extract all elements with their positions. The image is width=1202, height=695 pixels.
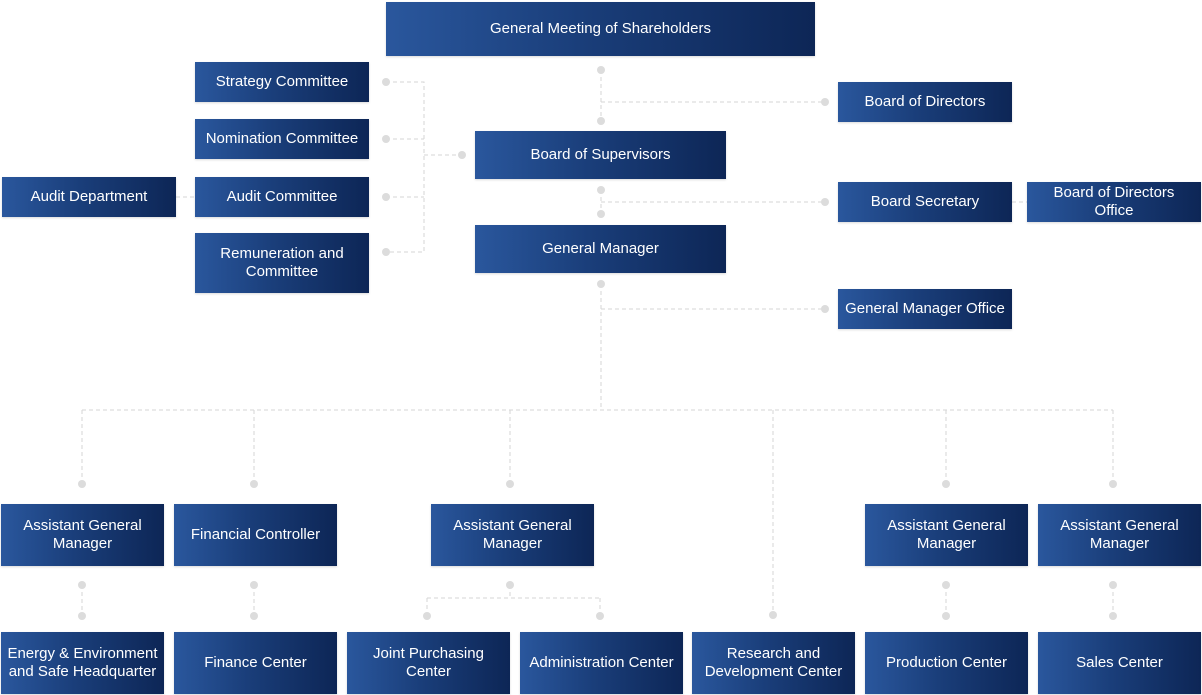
node-label: Sales Center [1076,654,1163,671]
node-assistant-gm-2: Assistant General Manager [431,504,594,566]
node-label: Strategy Committee [215,73,349,90]
node-research-development-center: Research and Development Center [692,632,855,694]
node-label: Board of Directors [864,93,986,110]
node-label: General Meeting of Shareholders [490,20,711,37]
connector-dot [382,135,390,143]
node-label: General Manager Office [845,300,1005,317]
node-label: Energy & Environment and Safe Headquarte… [7,645,158,680]
connector-dot [250,480,258,488]
node-assistant-gm-1: Assistant General Manager [1,504,164,566]
connector-dot [506,480,514,488]
connector-dot [423,612,431,620]
node-label: Audit Department [30,188,148,205]
node-label: Nomination Committee [205,130,359,147]
connector-dot [382,78,390,86]
node-label: General Manager [542,240,659,257]
connector-dot [1109,612,1117,620]
connector-manager-center [426,585,601,616]
connector-dot [597,117,605,125]
node-label: Assistant General Manager [23,517,142,552]
node-label: Assistant General Manager [1060,517,1179,552]
connector-dot [1109,480,1117,488]
connector-dot [942,581,950,589]
connector-dot [1109,581,1117,589]
node-label: Audit Committee [226,188,338,205]
node-remuneration-committee: Remuneration and Committee [195,233,369,293]
node-strategy-committee: Strategy Committee [195,62,369,102]
connector-dot [942,612,950,620]
node-board-of-supervisors: Board of Supervisors [475,131,726,179]
node-administration-center: Administration Center [520,632,683,694]
connector-dot [382,248,390,256]
connector-committees-bracket [386,81,425,253]
connector-dot [821,305,829,313]
node-financial-controller: Financial Controller [174,504,337,566]
node-assistant-gm-4: Assistant General Manager [1038,504,1201,566]
node-audit-department: Audit Department [2,177,176,217]
connector-dot [458,151,466,159]
node-label: Assistant General Manager [453,517,572,552]
node-sales-center: Sales Center [1038,632,1201,694]
connector-dot [382,193,390,201]
node-nomination-committee: Nomination Committee [195,119,369,159]
node-board-secretary: Board Secretary [838,182,1012,222]
connector-dot [250,581,258,589]
node-label: Production Center [886,654,1007,671]
connector-dot [821,198,829,206]
connector-dot [78,581,86,589]
connector-dot [597,280,605,288]
connector-dot [506,581,514,589]
node-board-of-directors-office: Board of Directors Office [1027,182,1201,222]
connector-dot [596,612,604,620]
node-label: Remuneration and Committee [220,245,344,280]
node-audit-committee: Audit Committee [195,177,369,217]
connector-dot [597,66,605,74]
node-label: Financial Controller [190,526,321,543]
node-general-manager: General Manager [475,225,726,273]
node-shareholders: General Meeting of Shareholders [386,2,815,56]
node-energy-environment-safety: Energy & Environment and Safe Headquarte… [1,632,164,694]
connector-dot [250,612,258,620]
connector-dot [769,611,777,619]
connector-dot [942,480,950,488]
node-label: Administration Center [529,654,674,671]
node-board-of-directors: Board of Directors [838,82,1012,122]
node-label: Research and Development Center [704,645,843,680]
connector-dot [78,480,86,488]
node-label: Board Secretary [870,193,980,210]
connector-dot [821,98,829,106]
node-label: Joint Purchasing Center [373,645,484,680]
node-label: Assistant General Manager [887,517,1006,552]
node-label: Board of Directors Office [1053,184,1175,219]
node-label: Board of Supervisors [530,146,671,163]
node-label: Finance Center [204,654,307,671]
connector-dot [597,210,605,218]
node-finance-center: Finance Center [174,632,337,694]
node-production-center: Production Center [865,632,1028,694]
node-general-manager-office: General Manager Office [838,289,1012,329]
connector-dot [78,612,86,620]
connector-dot [597,186,605,194]
node-assistant-gm-3: Assistant General Manager [865,504,1028,566]
node-joint-purchasing-center: Joint Purchasing Center [347,632,510,694]
